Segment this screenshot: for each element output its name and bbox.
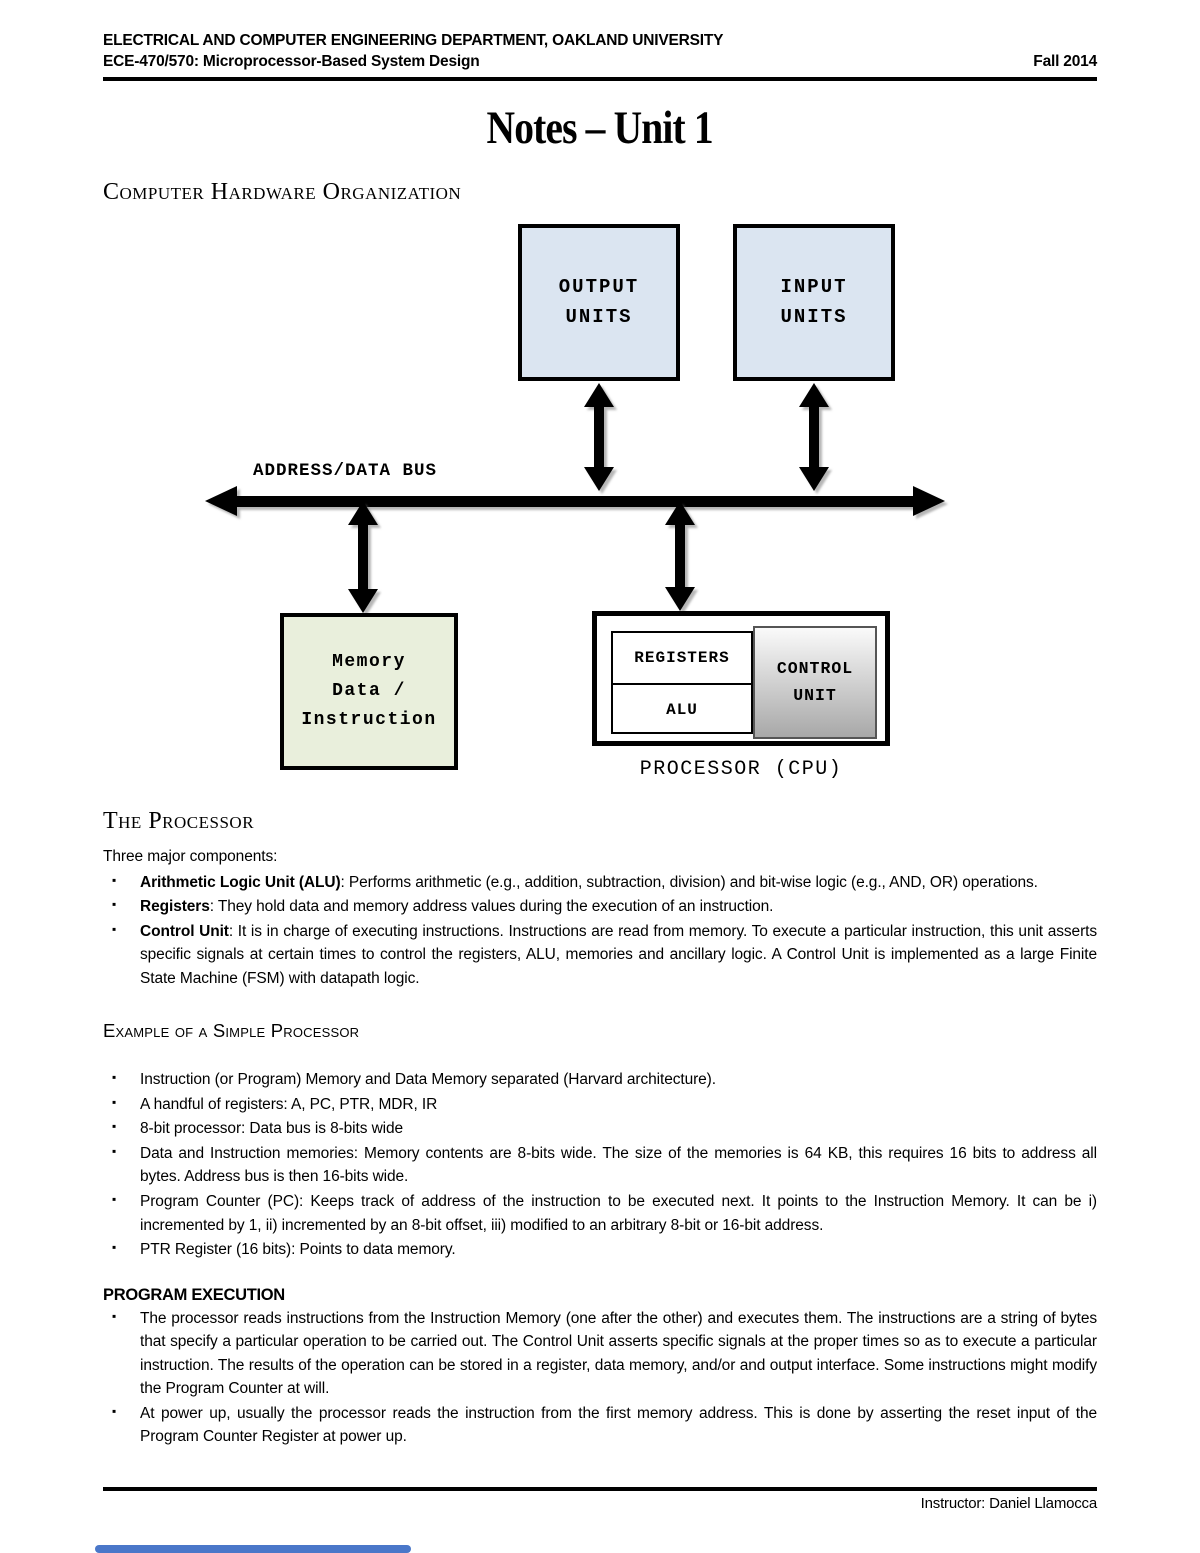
program-execution-bullet-list: The processor reads instructions from th… [103, 1307, 1097, 1449]
program-execution-body: The processor reads instructions from th… [103, 1307, 1097, 1449]
list-item: Control Unit: It is in charge of executi… [103, 920, 1097, 991]
bottom-progress-bar [95, 1545, 411, 1553]
registers-box: REGISTERS [613, 633, 751, 685]
processor-intro: Three major components: [103, 848, 278, 865]
section-heading-the-processor: The Processor [103, 808, 255, 834]
arrow-up-head [348, 501, 378, 525]
document-title: Notes – Unit 1 [486, 102, 714, 154]
example-bullet-list: Instruction (or Program) Memory and Data… [103, 1068, 1097, 1261]
bus-left-arrowhead [205, 486, 237, 516]
alu-box: ALU [666, 701, 698, 719]
page-content: ELECTRICAL AND COMPUTER ENGINEERING DEPA… [103, 0, 1097, 1450]
department-name: ELECTRICAL AND COMPUTER ENGINEERING DEPA… [103, 32, 724, 49]
list-item: PTR Register (16 bits): Points to data m… [103, 1238, 1097, 1262]
memory-box: Memory Data / Instruction [280, 613, 458, 770]
list-item: Registers: They hold data and memory add… [103, 895, 1097, 919]
instructor-label: Instructor: Daniel Llamocca [920, 1495, 1098, 1512]
bus-cpu-arrow [665, 501, 695, 611]
arrow-shaft [594, 407, 604, 467]
output-units-box: OUTPUT UNITS [518, 224, 680, 381]
list-item: Data and Instruction memories: Memory co… [103, 1142, 1097, 1189]
arrow-up-head [665, 501, 695, 525]
bus-bar [237, 495, 913, 507]
page-footer: Instructor: Daniel Llamocca [103, 1487, 1097, 1512]
bullet-term: Control Unit [140, 922, 229, 940]
processor-bullet-list: Arithmetic Logic Unit (ALU): Performs ar… [103, 871, 1097, 991]
arrow-down-head [665, 587, 695, 611]
section-heading-program-execution: PROGRAM EXECUTION [103, 1285, 285, 1304]
document-title-wrap: Notes – Unit 1 [103, 101, 1097, 155]
list-item: The processor reads instructions from th… [103, 1307, 1097, 1401]
hardware-organization-diagram: OUTPUT UNITS INPUT UNITS ADDRESS/DATA BU… [103, 218, 1097, 798]
page-header: ELECTRICAL AND COMPUTER ENGINEERING DEPA… [103, 0, 1097, 81]
bullet-text: : They hold data and memory address valu… [209, 898, 774, 916]
input-bus-arrow [799, 383, 829, 491]
arrow-shaft [675, 525, 685, 587]
arrow-down-head [584, 467, 614, 491]
cpu-box: REGISTERS ALU CONTROL UNIT [592, 611, 890, 746]
list-item: A handful of registers: A, PC, PTR, MDR,… [103, 1093, 1097, 1117]
list-item: Arithmetic Logic Unit (ALU): Performs ar… [103, 871, 1097, 895]
section-heading-example: Example of a Simple Processor [103, 1020, 360, 1042]
address-data-bus-arrow [205, 486, 945, 516]
arrow-shaft [809, 407, 819, 467]
list-item: Program Counter (PC): Keeps track of add… [103, 1190, 1097, 1237]
bus-memory-arrow [348, 501, 378, 613]
list-item: Instruction (or Program) Memory and Data… [103, 1068, 1097, 1092]
course-line: ECE-470/570: Microprocessor-Based System… [103, 51, 1097, 72]
course-title: ECE-470/570: Microprocessor-Based System… [103, 53, 480, 70]
example-section-body: Instruction (or Program) Memory and Data… [103, 1068, 1097, 1261]
control-unit-box: CONTROL UNIT [753, 626, 877, 739]
bullet-term: Arithmetic Logic Unit (ALU) [140, 873, 341, 891]
list-item: 8-bit processor: Data bus is 8-bits wide [103, 1117, 1097, 1141]
footer-rule [103, 1487, 1097, 1491]
cpu-caption: PROCESSOR (CPU) [639, 758, 843, 781]
bus-label: ADDRESS/DATA BUS [253, 461, 438, 481]
arrow-down-head [348, 589, 378, 613]
header-rule [103, 77, 1097, 81]
arrow-up-head [799, 383, 829, 407]
arrow-shaft [358, 525, 368, 589]
arrow-down-head [799, 467, 829, 491]
bullet-text: : It is in charge of executing instructi… [140, 922, 1097, 987]
list-item: At power up, usually the processor reads… [103, 1402, 1097, 1449]
term-label: Fall 2014 [1033, 53, 1097, 70]
section-heading-hardware-organization: Computer Hardware Organization [103, 179, 462, 205]
registers-alu-column: REGISTERS ALU [611, 631, 753, 734]
bus-right-arrowhead [913, 486, 945, 516]
arrow-up-head [584, 383, 614, 407]
processor-section-body: Three major components: Arithmetic Logic… [103, 845, 1097, 990]
input-units-box: INPUT UNITS [733, 224, 895, 381]
bullet-term: Registers [140, 898, 210, 916]
output-bus-arrow [584, 383, 614, 491]
bullet-text: : Performs arithmetic (e.g., addition, s… [340, 873, 1038, 891]
